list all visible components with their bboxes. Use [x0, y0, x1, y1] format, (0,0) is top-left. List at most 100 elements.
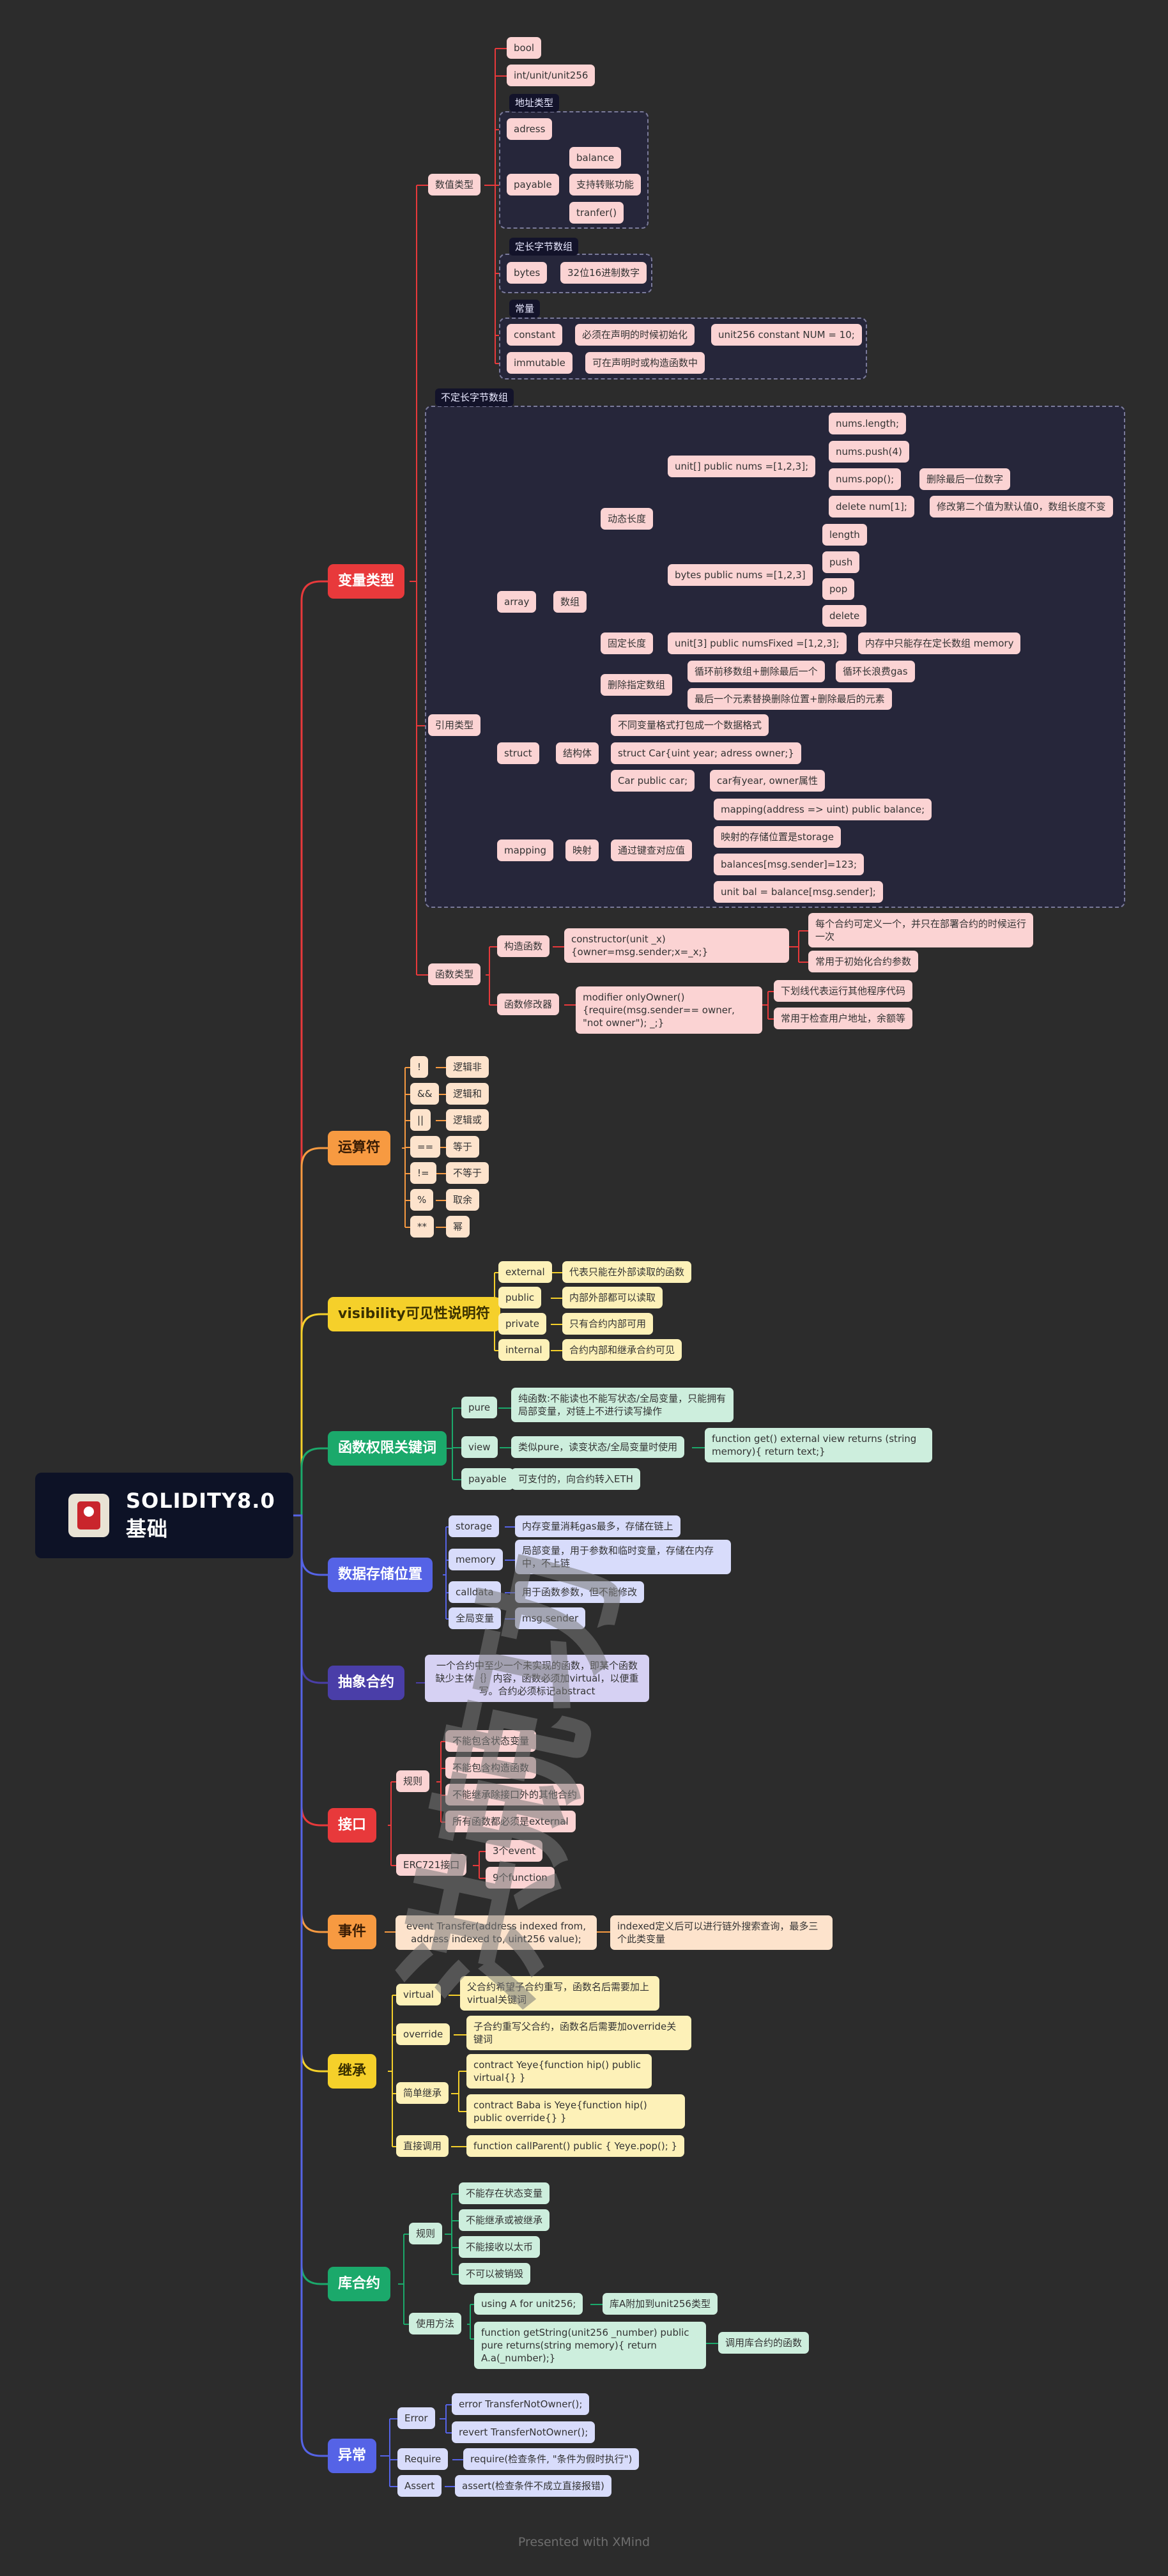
node-mapping-cn[interactable]: 映射 — [565, 839, 599, 861]
node-map-assign[interactable]: balances[msg.sender]=123; — [714, 854, 864, 875]
operator-desc[interactable]: 等于 — [446, 1136, 480, 1158]
node-replace-last[interactable]: 最后一个元素替换删除位置+删除最后的元素 — [688, 688, 892, 710]
node-payable-desc[interactable]: 可支付的，向合约转入ETH — [511, 1468, 640, 1490]
node-simple-code2[interactable]: contract Baba is Yeye{function hip() pub… — [466, 2094, 685, 2129]
node-pure[interactable]: pure — [461, 1397, 498, 1418]
visibility-keyword[interactable]: public — [498, 1287, 542, 1308]
operator-symbol[interactable]: && — [410, 1083, 440, 1105]
node-bytes-nums[interactable]: bytes public nums =[1,2,3] — [668, 564, 813, 586]
node-constructor[interactable]: 构造函数 — [497, 935, 550, 957]
node-payable[interactable]: payable — [507, 174, 559, 195]
operator-symbol[interactable]: ! — [410, 1056, 429, 1078]
node-library-func-code[interactable]: function getString(unit256 _number) publ… — [474, 2322, 706, 2369]
node-interface-rules[interactable]: 规则 — [396, 1770, 430, 1792]
operator-desc[interactable]: 逻辑或 — [446, 1109, 489, 1131]
node-pop-note[interactable]: 删除最后一位数字 — [919, 468, 1011, 490]
node-abstract-desc[interactable]: 一个合约中至少一个未实现的函数，即某个函数缺少主体｛｝内容，函数必须加virtu… — [425, 1655, 649, 1702]
node-uint-nums[interactable]: unit[] public nums =[1,2,3]; — [668, 456, 816, 477]
node-error-revert[interactable]: revert TransferNotOwner(); — [452, 2421, 596, 2443]
visibility-keyword[interactable]: external — [498, 1261, 552, 1283]
node-error-def[interactable]: error TransferNotOwner(); — [452, 2393, 590, 2415]
topic-visibility[interactable]: visibility可见性说明符 — [328, 1297, 500, 1331]
node-modifier-code[interactable]: modifier onlyOwner(){require(msg.sender=… — [576, 986, 762, 1034]
node-simple-inheritance[interactable]: 简单继承 — [396, 2082, 449, 2104]
node-pop[interactable]: pop — [822, 578, 855, 600]
node-fixed-length[interactable]: 固定长度 — [601, 632, 654, 654]
node-gas-note[interactable]: 循环长浪费gas — [836, 661, 915, 682]
topic-operators[interactable]: 运算符 — [328, 1131, 391, 1165]
node-delete[interactable]: delete — [822, 605, 867, 627]
node-view-example[interactable]: function get() external view returns (st… — [705, 1428, 932, 1462]
node-assert[interactable]: Assert — [397, 2475, 442, 2497]
node-storage-desc[interactable]: 内存变量消耗gas最多，存储在链上 — [515, 1515, 680, 1537]
node-view-desc[interactable]: 类似pure，读变状态/全局变量时使用 — [511, 1436, 685, 1458]
node-override[interactable]: override — [396, 2023, 450, 2045]
visibility-desc[interactable]: 只有合约内部可用 — [562, 1313, 654, 1335]
node-can-init[interactable]: 可在声明时或构造函数中 — [585, 352, 705, 374]
node-delete-element[interactable]: 删除指定数组 — [601, 674, 673, 696]
node-function-types[interactable]: 函数类型 — [428, 963, 481, 985]
operator-desc[interactable]: 逻辑非 — [446, 1056, 489, 1078]
operator-symbol[interactable]: == — [410, 1136, 441, 1158]
visibility-keyword[interactable]: private — [498, 1313, 547, 1335]
node-balance[interactable]: balance — [569, 147, 622, 169]
node-pure-desc[interactable]: 纯函数:不能读也不能写状态/全局变量，只能拥有局部变量，对链上不进行读写操作 — [511, 1388, 734, 1422]
operator-desc[interactable]: 取余 — [446, 1189, 480, 1211]
node-constant[interactable]: constant — [507, 324, 563, 346]
node-mapping[interactable]: mapping — [497, 839, 554, 861]
node-direct-code[interactable]: function callParent() public { Yeye.pop(… — [466, 2135, 685, 2157]
node-constructor-code[interactable]: constructor(unit _x){owner=msg.sender;x=… — [564, 928, 789, 963]
node-nums-length[interactable]: nums.length; — [829, 413, 907, 434]
node-virtual[interactable]: virtual — [396, 1984, 441, 2005]
node-struct-cn[interactable]: 结构体 — [556, 742, 599, 764]
node-library-func-note[interactable]: 调用库合约的函数 — [718, 2332, 810, 2354]
node-event-code[interactable]: event Transfer(address indexed from, add… — [396, 1915, 597, 1950]
topic-abstract-contract[interactable]: 抽象合约 — [328, 1666, 405, 1700]
node-nums-pop[interactable]: nums.pop(); — [829, 468, 902, 490]
topic-library[interactable]: 库合约 — [328, 2267, 391, 2301]
node-array-cn[interactable]: 数组 — [553, 591, 587, 613]
operator-desc[interactable]: 逻辑和 — [446, 1083, 489, 1105]
node-key-lookup[interactable]: 通过键查对应值 — [611, 839, 693, 861]
node-length[interactable]: length — [822, 524, 867, 546]
node-struct-example[interactable]: struct Car{uint year; adress owner;} — [611, 742, 801, 764]
node-using-note[interactable]: 库A附加到unit256类型 — [603, 2293, 718, 2315]
node-storage[interactable]: storage — [449, 1515, 499, 1537]
topic-inheritance[interactable]: 继承 — [328, 2054, 377, 2089]
node-direct-call[interactable]: 直接调用 — [396, 2135, 449, 2157]
node-memory-desc[interactable]: 局部变量，用于参数和临时变量，存储在内存中，不上链 — [515, 1540, 731, 1574]
interface-rule[interactable]: 不能继承除接口外的其他合约 — [445, 1784, 585, 1805]
node-virtual-desc[interactable]: 父合约希望子合约重写，函数名后需要加上virtual关键词 — [460, 1976, 659, 2011]
node-event-note[interactable]: indexed定义后可以进行链外搜索查询，最多三个此类变量 — [610, 1915, 833, 1950]
node-view[interactable]: view — [461, 1436, 498, 1458]
node-map-storage[interactable]: 映射的存储位置是storage — [714, 826, 841, 848]
node-tranfer[interactable]: tranfer() — [569, 202, 624, 224]
node-value-types[interactable]: 数值类型 — [428, 174, 481, 195]
visibility-keyword[interactable]: internal — [498, 1339, 549, 1361]
node-constructor-note2[interactable]: 常用于初始化合约参数 — [808, 951, 919, 972]
node-struct[interactable]: struct — [497, 742, 539, 764]
node-library-usage[interactable]: 使用方法 — [409, 2313, 462, 2334]
node-payable-keyword[interactable]: payable — [461, 1468, 514, 1490]
node-car-public[interactable]: Car public car; — [611, 770, 695, 792]
visibility-desc[interactable]: 内部外部都可以读取 — [562, 1287, 663, 1308]
node-struct-desc[interactable]: 不同变量格式打包成一个数据格式 — [611, 714, 769, 736]
node-constructor-note1[interactable]: 每个合约可定义一个，并只在部署合约的时候运行一次 — [808, 913, 1033, 947]
node-adress[interactable]: adress — [507, 118, 553, 140]
interface-rule[interactable]: 不能包含状态变量 — [445, 1730, 537, 1752]
node-simple-code1[interactable]: contract Yeye{function hip() public virt… — [466, 2054, 652, 2089]
node-map-read[interactable]: unit bal = balance[msg.sender]; — [714, 881, 883, 903]
node-calldata-desc[interactable]: 用于函数参数，但不能修改 — [515, 1581, 645, 1603]
node-erc721[interactable]: ERC721接口 — [396, 1854, 467, 1876]
topic-variable-types[interactable]: 变量类型 — [328, 564, 405, 599]
operator-symbol[interactable]: ** — [410, 1216, 434, 1238]
operator-desc[interactable]: 不等于 — [446, 1162, 489, 1184]
node-delete-note[interactable]: 修改第二个值为默认值0，数组长度不变 — [930, 496, 1113, 518]
topic-storage-location[interactable]: 数据存储位置 — [328, 1558, 433, 1592]
node-global-vars[interactable]: 全局变量 — [449, 1607, 502, 1629]
node-car-attrs[interactable]: car有year, owner属性 — [710, 770, 825, 792]
node-fixed-example[interactable]: unit[3] public numsFixed =[1,2,3]; — [668, 632, 847, 654]
library-rule[interactable]: 不可以被销毁 — [459, 2263, 531, 2285]
node-push[interactable]: push — [822, 551, 860, 573]
interface-rule[interactable]: 不能包含构造函数 — [445, 1757, 537, 1779]
